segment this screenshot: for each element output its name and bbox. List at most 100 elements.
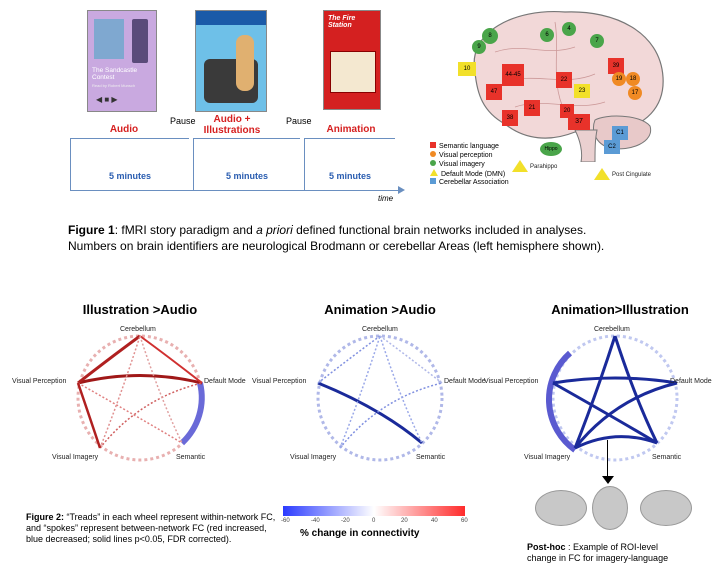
- spoke-vp-c: [77, 334, 141, 385]
- posthoc-line-2: change in FC for imagery-language: [527, 553, 669, 563]
- duration-label: 5 minutes: [225, 171, 268, 181]
- book-cover-sandcastle: The Sandcastle Contest Read by Robert Mu…: [87, 10, 157, 112]
- duration-label: 5 minutes: [328, 171, 371, 181]
- legend-label: Default Mode (DMN): [441, 171, 506, 178]
- book-banner: [196, 11, 266, 25]
- legend-cerebellar: Cerebellar Association: [430, 178, 509, 186]
- legend-label: Semantic language: [439, 143, 499, 150]
- area-22-marker: 22: [556, 72, 572, 88]
- area-17-marker: 17: [628, 86, 642, 100]
- area-9-marker: 9: [472, 40, 486, 54]
- brain-render-top: [592, 486, 628, 530]
- spoke-vi-c: [339, 335, 381, 449]
- node-visual-perception-2: Visual Perception: [252, 378, 307, 385]
- spoke-c-dm: [379, 335, 443, 384]
- parahippo-label: Parahippo: [530, 164, 558, 170]
- spoke-vp-s: [77, 382, 183, 444]
- cb-tick-7: 60: [461, 518, 468, 524]
- node-semantic-3: Semantic: [652, 454, 682, 461]
- playback-controls: ◀ ■ ▶: [96, 95, 118, 104]
- volume-slider-icon: [132, 19, 148, 63]
- cb-tick-6: 40: [431, 518, 438, 524]
- caption-line-1: Figure 1: fMRI story paradigm and a prio…: [68, 222, 604, 238]
- wheel-ring: [316, 334, 444, 462]
- semantic-tread: [179, 382, 205, 446]
- legend-visual-imagery: Visual imagery: [430, 160, 485, 168]
- square-icon: [430, 142, 436, 148]
- caption-text-a: : fMRI story paradigm and: [114, 223, 257, 237]
- area-10-marker: 10: [458, 62, 476, 76]
- condition-audio: Audio: [109, 124, 139, 135]
- node-visual-perception-1: Visual Perception: [12, 378, 67, 385]
- node-cerebellum-3: Cerebellum: [594, 326, 630, 333]
- arrow-line: [607, 440, 608, 478]
- area-8-marker: 8: [482, 28, 498, 44]
- book-cover-fire-station: The Fire Station: [323, 10, 381, 110]
- legend-label: Cerebellar Association: [439, 179, 509, 186]
- connectivity-wheel-1: [76, 334, 205, 462]
- brainstem-shape: [574, 129, 598, 162]
- area-44-45-marker: 44-45: [502, 64, 524, 86]
- duration-label: 5 minutes: [108, 171, 151, 181]
- legend-visual-perception: Visual perception: [430, 151, 493, 159]
- node-semantic-1: Semantic: [176, 454, 206, 461]
- area-39-marker: 39: [608, 58, 624, 74]
- legend-label: Visual perception: [439, 152, 493, 159]
- node-visual-imagery-1: Visual Imagery: [52, 454, 99, 461]
- square-icon: [430, 178, 436, 184]
- condition-audio-illustrations: Audio + Illustrations: [203, 114, 261, 136]
- node-default-mode-2: Default Mode: [444, 378, 486, 385]
- cb-tick-2: -40: [311, 518, 320, 524]
- spoke-vp-dm: [77, 374, 203, 385]
- area-19-marker: 19: [612, 72, 626, 86]
- sulcus-lines: [494, 21, 606, 113]
- posthoc-bold: Post-hoc: [527, 542, 566, 552]
- post-cingulate-icon: [594, 168, 610, 180]
- spoke-c-s: [613, 335, 659, 444]
- timeline-block-2: 5 minutes: [193, 138, 300, 191]
- book-cover-illustrated: [195, 10, 267, 112]
- area-38-marker: 38: [502, 110, 518, 126]
- colorbar: [283, 506, 465, 516]
- figure-2-caption: Figure 2: “Treads” in each wheel represe…: [26, 512, 286, 545]
- area-21-marker: 21: [524, 100, 540, 116]
- legend-default-mode: Default Mode (DMN): [430, 169, 505, 178]
- book-title: The Fire Station: [328, 15, 356, 29]
- spoke-vi-c: [99, 335, 141, 449]
- area-4-marker: 4: [562, 22, 576, 36]
- spoke-vi-dm: [573, 381, 678, 449]
- connectivity-wheel-3: [546, 334, 679, 462]
- node-default-mode-3: Default Mode: [670, 378, 712, 385]
- connectivity-wheel-2: [316, 334, 444, 462]
- timeline-block-1: 5 minutes: [70, 138, 189, 191]
- book-figure: [236, 35, 254, 91]
- circle-icon: [430, 160, 436, 166]
- arrow-down-icon: [602, 476, 614, 484]
- node-cerebellum-1: Cerebellum: [120, 326, 156, 333]
- spoke-vp-s: [317, 381, 423, 445]
- hippo-marker: Hippo: [540, 142, 562, 156]
- legend-semantic: Semantic language: [430, 142, 499, 150]
- caption-text: “Treads” in each wheel represent within-…: [26, 512, 276, 544]
- posthoc-line-1: Post-hoc : Example of ROI-level: [527, 542, 668, 553]
- time-arrow-icon: [398, 186, 405, 194]
- wheel-ring: [551, 334, 679, 462]
- brain-render-right: [640, 490, 692, 526]
- cb-tick-4: 0: [372, 518, 376, 524]
- area-37-marker: 37: [568, 114, 590, 130]
- figure-1-caption: Figure 1: fMRI story paradigm and a prio…: [68, 222, 604, 254]
- area-23-marker: 23: [574, 84, 590, 98]
- node-visual-perception-3: Visual Perception: [484, 378, 539, 385]
- spoke-vp-dm: [552, 376, 678, 385]
- colorbar-label: % change in connectivity: [300, 528, 420, 539]
- area-18-marker: 18: [626, 72, 640, 86]
- legend-label: Visual imagery: [439, 161, 485, 168]
- area-c1-marker: C1: [612, 126, 628, 140]
- book-subtitle: Read by Robert Munsch: [92, 83, 136, 88]
- node-semantic-2: Semantic: [416, 454, 446, 461]
- wheel-title-3: Animation>Illustration: [551, 302, 689, 317]
- node-visual-imagery-3: Visual Imagery: [524, 454, 571, 461]
- area-47-marker: 47: [486, 84, 502, 100]
- caption-line-2: Numbers on brain identifiers are neurolo…: [68, 239, 605, 253]
- caption-italic: a priori: [256, 223, 293, 237]
